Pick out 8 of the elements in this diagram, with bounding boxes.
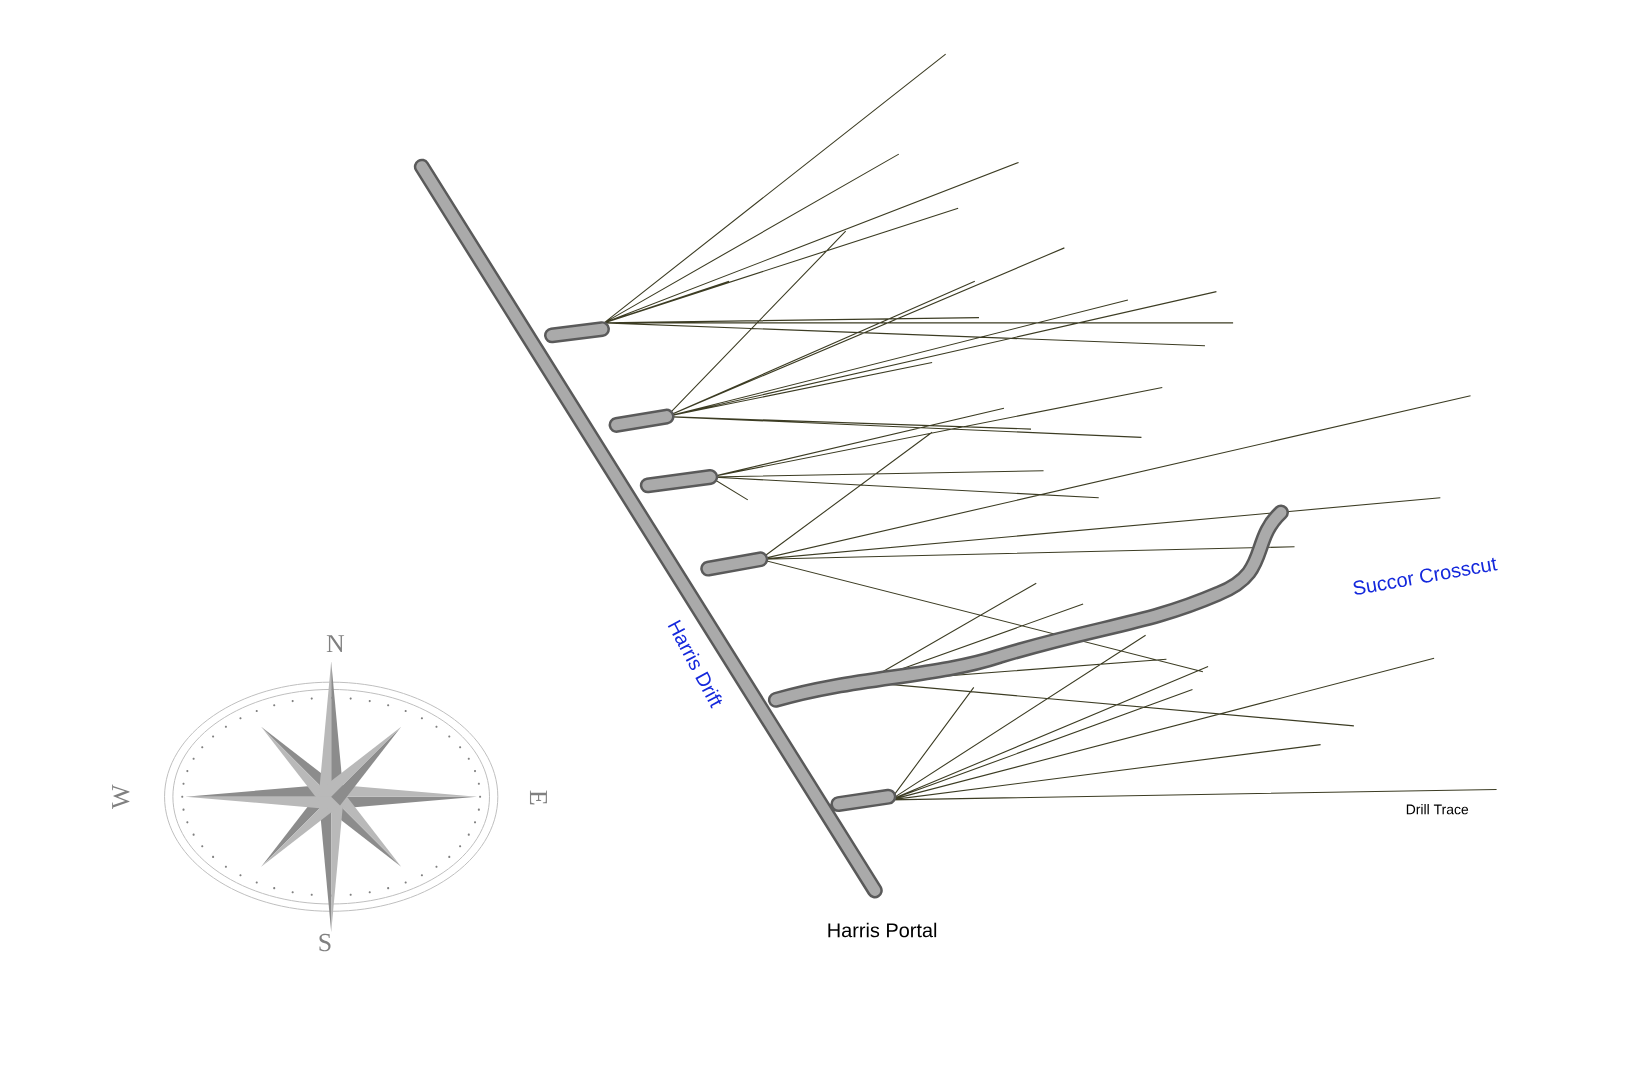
map-label: Succor Crosscut — [1353, 557, 1498, 595]
compass-letter: N — [326, 635, 345, 653]
compass-letter: W — [112, 784, 130, 810]
compass-letter: E — [529, 790, 547, 805]
compass-letter: S — [319, 933, 331, 952]
map-label: Harris Drift — [667, 619, 723, 709]
map-label: Drill Trace — [1406, 804, 1469, 815]
map-label: Harris Portal — [828, 922, 937, 938]
